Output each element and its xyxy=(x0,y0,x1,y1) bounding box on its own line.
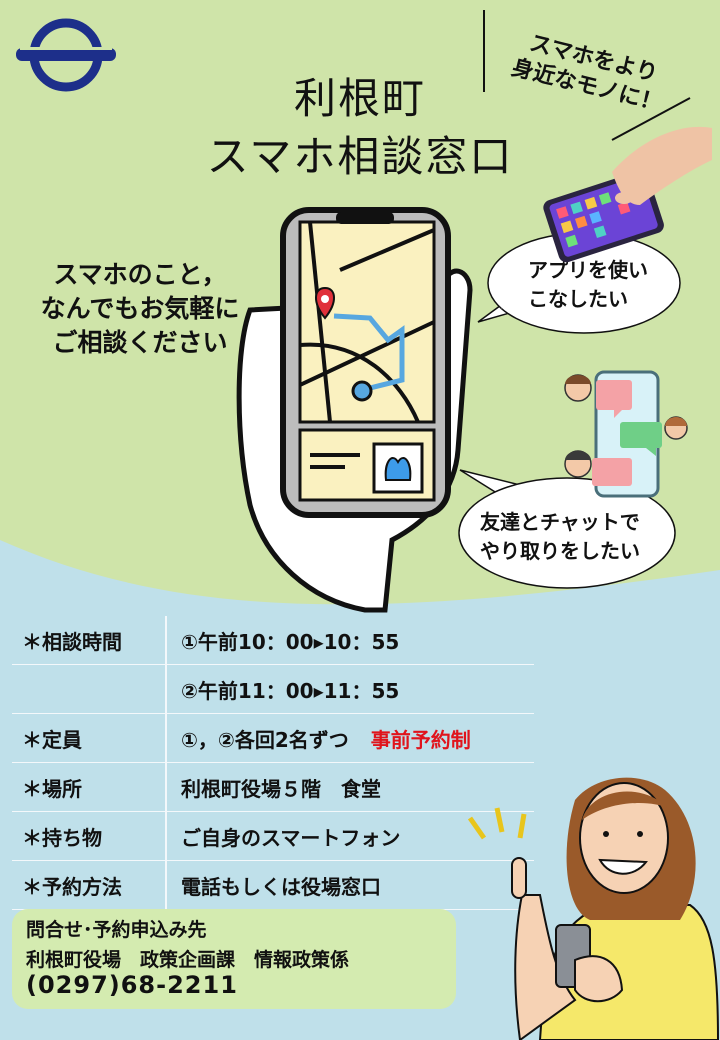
bubble-apps-text: アプリを使い こなしたい xyxy=(528,258,648,311)
contact-office: 利根町役場 政策企画課 情報政策係 xyxy=(26,949,350,971)
time-label: ＊相談時間 xyxy=(12,616,167,665)
table-row: ＊予約方法 電話もしくは役場窓口 xyxy=(12,860,534,910)
intro-message: スマホのこと， なんでもお気軽に ご相談ください xyxy=(40,260,240,357)
details-table: ＊相談時間 ①午前10：00▸10：55 ②午前11：00▸11：55 ＊定員 … xyxy=(12,616,534,910)
table-row: ＊定員 ①，②各回2名ずつ事前予約制 xyxy=(12,713,534,763)
capacity-value: ①，②各回2名ずつ xyxy=(181,727,349,752)
table-row: ＊相談時間 ①午前10：00▸10：55 xyxy=(12,616,534,665)
bubble-chat-text: 友達とチャットで やり取りをしたい xyxy=(480,510,640,563)
contact-phone: (0297)68-2211 xyxy=(26,971,238,999)
page-title: 利根町 スマホ相談窓口 xyxy=(206,74,514,181)
reserve-label: ＊予約方法 xyxy=(12,860,167,910)
time-slot-2: ②午前11：00▸11：55 xyxy=(166,664,534,714)
capacity-label: ＊定員 xyxy=(12,713,167,763)
table-row: ②午前11：00▸11：55 xyxy=(12,664,534,714)
table-row: ＊場所 利根町役場５階 食堂 xyxy=(12,762,534,812)
place-label: ＊場所 xyxy=(12,762,167,812)
place-value: 利根町役場５階 食堂 xyxy=(166,762,534,812)
table-row: ＊持ち物 ご自身のスマートフォン xyxy=(12,811,534,861)
contact-heading: 問合せ･予約申込み先 xyxy=(26,919,207,941)
reservation-note: 事前予約制 xyxy=(370,727,471,752)
bring-value: ご自身のスマートフォン xyxy=(166,811,534,861)
contact-box: 問合せ･予約申込み先 利根町役場 政策企画課 情報政策係 (0297)68-22… xyxy=(12,909,456,1009)
time-slot-1: ①午前10：00▸10：55 xyxy=(166,616,534,665)
bring-label: ＊持ち物 xyxy=(12,811,167,861)
